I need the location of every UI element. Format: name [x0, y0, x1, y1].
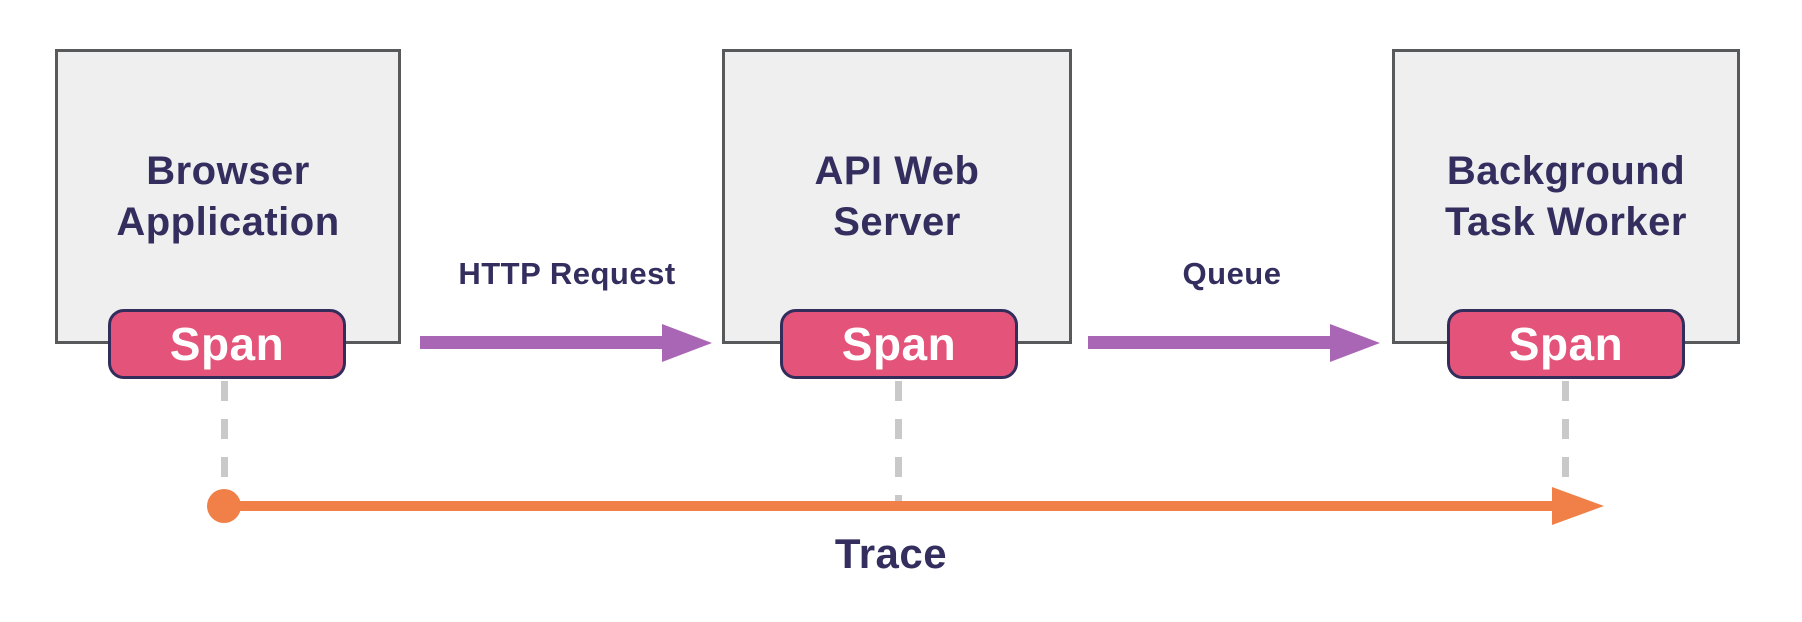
http-request-arrow-head-icon: [662, 324, 712, 362]
node-box-api-web-server: API Web Server: [722, 49, 1072, 344]
span-label: Span: [169, 318, 285, 370]
edge-label-queue: Queue: [1182, 256, 1282, 291]
dashed-connector-api-span: [895, 381, 902, 502]
node-label-browser-application: Browser Application: [116, 148, 340, 244]
queue-arrow-shaft: [1088, 336, 1332, 349]
http-request-arrow-shaft: [420, 336, 664, 349]
node-box-background-task-worker: Background Task Worker: [1392, 49, 1740, 344]
dashed-connector-worker-span: [1562, 381, 1569, 481]
trace-label: Trace: [834, 530, 948, 577]
span-label: Span: [1508, 318, 1624, 370]
span-badge-api-web-server: Span: [780, 309, 1018, 379]
edge-label-http-request: HTTP Request: [458, 256, 676, 291]
trace-timeline-line: [224, 501, 1554, 511]
node-label-api-web-server: API Web Server: [814, 148, 980, 244]
dashed-connector-browser-span: [221, 381, 228, 487]
queue-arrow-head-icon: [1330, 324, 1380, 362]
span-badge-background-task-worker: Span: [1447, 309, 1685, 379]
span-badge-browser-application: Span: [108, 309, 346, 379]
node-label-background-task-worker: Background Task Worker: [1445, 148, 1687, 244]
node-box-browser-application: Browser Application: [55, 49, 401, 344]
trace-arrow-head-icon: [1552, 487, 1604, 525]
span-label: Span: [841, 318, 957, 370]
